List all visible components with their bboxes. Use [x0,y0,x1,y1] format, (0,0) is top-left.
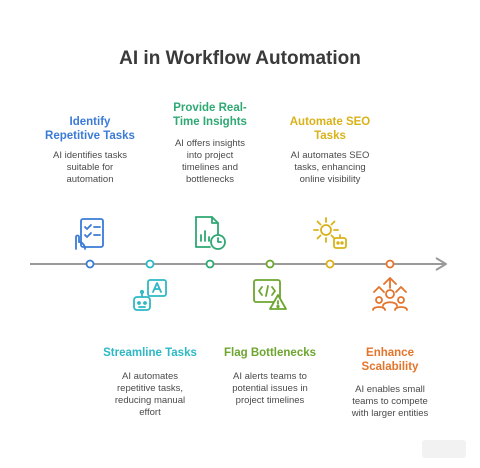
timeline-node-2 [145,259,155,269]
code-warning-icon [253,279,287,310]
timeline-node-4 [265,259,275,269]
watermark [422,440,466,458]
step-2-heading: Streamline Tasks [103,347,197,359]
checklist-hand-icon [75,218,104,250]
timeline-node-6 [385,259,395,269]
robot-ai-icon [133,279,167,311]
gear-robot-icon [313,217,347,249]
step-4-heading: Flag Bottlenecks [223,347,317,359]
timeline-arrowhead [435,257,447,271]
timeline-node-5 [325,259,335,269]
timeline-node-1 [85,259,95,269]
step-3-heading: Provide Real-Time Insights [173,102,247,128]
timeline-node-3 [205,259,215,269]
page-title: AI in Workflow Automation [119,48,361,69]
report-clock-icon [195,216,226,250]
growth-team-icon [372,277,408,311]
